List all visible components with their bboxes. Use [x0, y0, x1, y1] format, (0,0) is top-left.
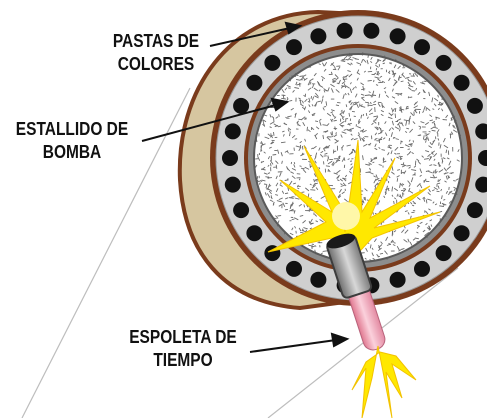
- burst-charge-grain: [394, 243, 396, 244]
- burst-charge-grain: [343, 79, 347, 80]
- label-espoleta-de-tiempo: ESPOLETA DE TIEMPO: [127, 326, 239, 372]
- burst-charge-grain: [295, 139, 297, 140]
- star-pellet: [246, 75, 262, 91]
- burst-charge-grain: [307, 127, 308, 131]
- label-pastas-de-colores: PASTAS DE COLORES: [108, 30, 204, 76]
- burst-charge-grain: [401, 106, 402, 111]
- arrow-espoleta: [250, 334, 347, 352]
- star-pellet: [286, 261, 302, 277]
- burst-charge-grain: [310, 164, 311, 168]
- label-estallido-line1: ESTALLIDO DE: [12, 118, 132, 141]
- burst-charge-grain: [326, 166, 330, 167]
- burst-charge-grain: [365, 197, 366, 201]
- burst-charge-grain: [276, 165, 277, 169]
- label-estallido-de-bomba: ESTALLIDO DE BOMBA: [12, 118, 132, 164]
- burst-charge-grain: [395, 108, 396, 112]
- label-estallido-line2: BOMBA: [12, 141, 132, 164]
- burst-charge-grain: [323, 251, 328, 252]
- star-pellet: [390, 28, 406, 44]
- burst-charge-grain: [267, 178, 272, 179]
- star-pellet: [337, 23, 353, 39]
- burst-charge-grain: [376, 68, 377, 70]
- burst-charge-grain: [300, 83, 301, 87]
- star-pellet: [414, 39, 430, 55]
- burst-charge-grain: [288, 178, 289, 180]
- star-pellet: [264, 55, 280, 71]
- burst-charge-grain: [373, 95, 377, 96]
- burst-charge-grain: [408, 149, 410, 150]
- burst-charge-grain: [336, 132, 337, 134]
- burst-charge-grain: [437, 191, 440, 192]
- burst-charge-grain: [301, 168, 305, 169]
- burst-charge-grain: [395, 114, 396, 118]
- burst-charge-grain: [426, 199, 427, 203]
- star-pellet: [414, 261, 430, 277]
- star-pellet: [454, 225, 470, 241]
- star-pellet: [233, 202, 249, 218]
- star-pellet: [436, 245, 452, 261]
- burst-charge-grain: [365, 95, 370, 96]
- fuse-flame: [352, 346, 416, 418]
- burst-charge-grain: [424, 81, 427, 82]
- burst-charge-grain: [453, 181, 456, 182]
- burst-charge-grain: [429, 131, 431, 132]
- burst-charge-grain: [397, 178, 398, 182]
- burst-charge-grain: [274, 118, 275, 122]
- burst-charge-grain: [292, 219, 295, 220]
- star-pellet: [225, 123, 241, 139]
- burst-charge-grain: [373, 212, 374, 215]
- flame-burst: [352, 346, 416, 418]
- spark-center: [332, 202, 360, 230]
- star-pellet: [436, 55, 452, 71]
- burst-charge-grain: [311, 96, 312, 99]
- burst-charge-grain: [364, 197, 365, 200]
- burst-charge-grain: [273, 155, 277, 156]
- star-pellet: [310, 272, 326, 288]
- burst-charge-grain: [302, 146, 303, 150]
- burst-charge-grain: [409, 97, 412, 98]
- label-pastas-line2: COLORES: [108, 53, 204, 76]
- burst-charge-grain: [310, 190, 315, 191]
- burst-charge-grain: [274, 132, 275, 136]
- star-pellet: [363, 23, 379, 39]
- star-pellet: [222, 150, 238, 166]
- star-pellet: [454, 75, 470, 91]
- burst-charge-grain: [342, 147, 343, 150]
- burst-charge-grain: [389, 138, 390, 141]
- burst-charge-grain: [368, 80, 372, 81]
- star-pellet: [467, 202, 483, 218]
- burst-charge-grain: [302, 192, 305, 193]
- label-espoleta-line2: TIEMPO: [127, 349, 239, 372]
- burst-charge-grain: [294, 162, 295, 164]
- burst-charge-grain: [308, 194, 309, 198]
- burst-charge-grain: [366, 113, 367, 116]
- label-espoleta-line1: ESPOLETA DE: [127, 326, 239, 349]
- star-pellet: [310, 28, 326, 44]
- label-pastas-line1: PASTAS DE: [108, 30, 204, 53]
- star-pellet: [286, 39, 302, 55]
- burst-charge-grain: [400, 123, 403, 124]
- star-pellet: [233, 98, 249, 114]
- burst-charge-grain: [323, 125, 327, 126]
- star-pellet: [246, 225, 262, 241]
- burst-charge-grain: [401, 172, 404, 173]
- burst-charge-grain: [394, 201, 395, 204]
- star-pellet: [225, 177, 241, 193]
- burst-charge-grain: [442, 160, 443, 163]
- burst-charge-grain: [438, 180, 439, 182]
- burst-charge-grain: [378, 256, 380, 257]
- burst-charge-grain: [337, 102, 340, 103]
- burst-charge-grain: [300, 166, 302, 167]
- burst-charge-grain: [281, 142, 286, 143]
- star-pellet: [390, 272, 406, 288]
- star-pellet: [467, 98, 483, 114]
- burst-charge-grain: [300, 232, 304, 233]
- burst-charge-grain: [349, 113, 350, 117]
